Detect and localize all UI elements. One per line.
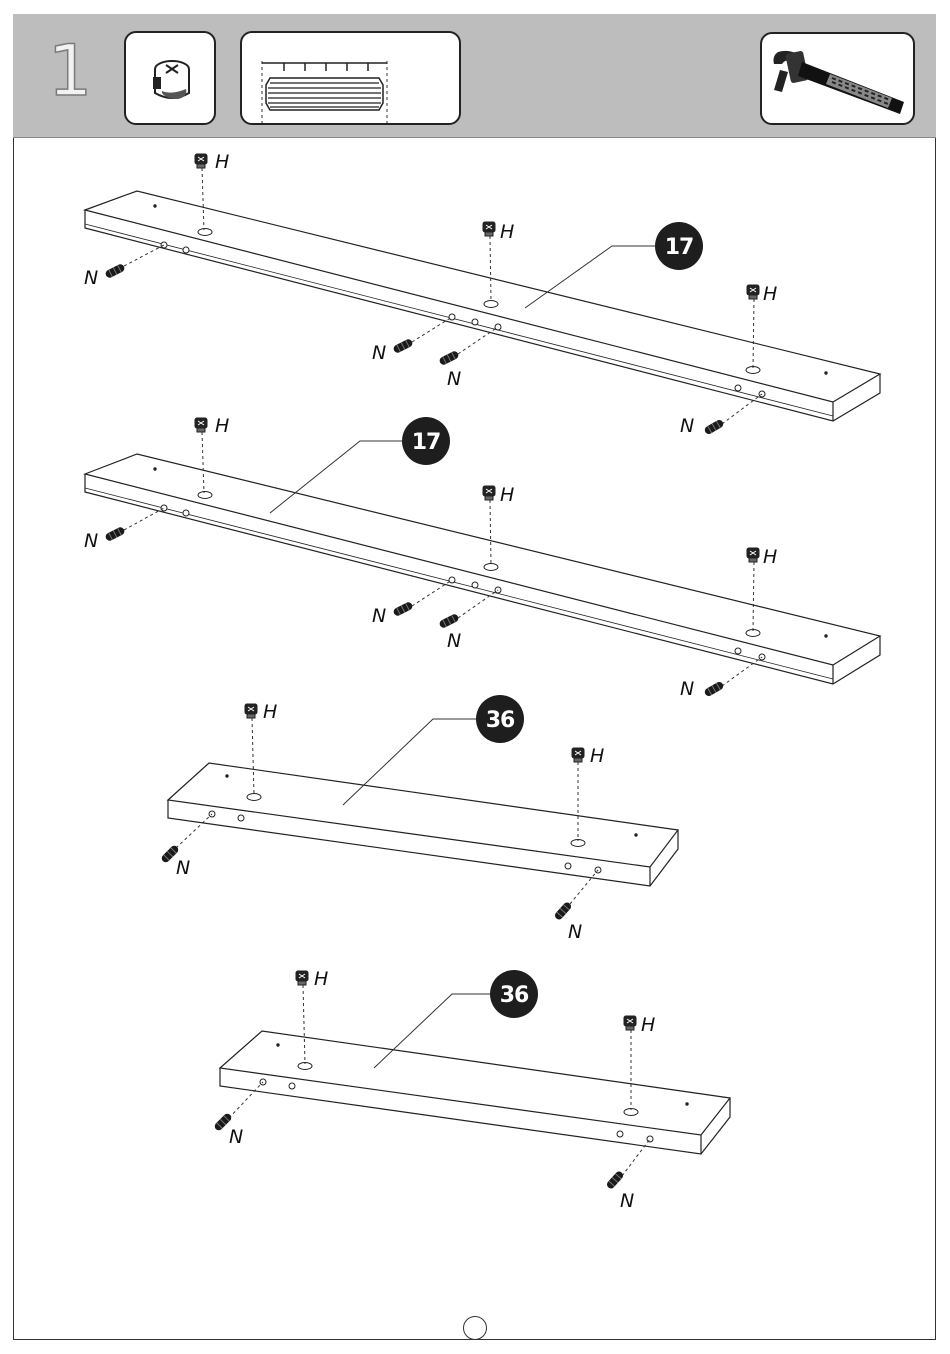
part-number: 36 bbox=[486, 708, 515, 733]
part-number: 17 bbox=[665, 235, 694, 260]
cam-label: H bbox=[763, 283, 777, 305]
bolt-label: N bbox=[372, 342, 386, 364]
bolt-guide-lines bbox=[124, 245, 762, 1176]
part-number: 17 bbox=[412, 430, 441, 455]
bolt-label: N bbox=[372, 605, 386, 627]
cam-label: H bbox=[763, 546, 777, 568]
bolt-label: N bbox=[620, 1190, 634, 1212]
board-part-3 bbox=[168, 763, 678, 886]
cam-label: H bbox=[500, 221, 514, 243]
bolt-label: N bbox=[84, 267, 98, 289]
page-number-circle bbox=[463, 1316, 487, 1340]
cam-bolts bbox=[104, 263, 724, 1190]
bolt-label: N bbox=[447, 368, 461, 390]
bolt-label: N bbox=[680, 415, 694, 437]
cam-label: H bbox=[641, 1014, 655, 1036]
part-number: 36 bbox=[500, 983, 529, 1008]
cam-label: H bbox=[314, 968, 328, 990]
board-part-4 bbox=[220, 1031, 730, 1154]
part-badge: 17 bbox=[655, 222, 703, 270]
part-badge: 36 bbox=[490, 970, 538, 1018]
bolt-label: N bbox=[447, 630, 461, 652]
bolt-label: N bbox=[680, 678, 694, 700]
part-badge: 36 bbox=[476, 695, 524, 743]
cam-label: H bbox=[215, 415, 229, 437]
cam-label: H bbox=[263, 701, 277, 723]
bolt-label: N bbox=[229, 1126, 243, 1148]
cam-label: H bbox=[590, 745, 604, 767]
leader-lines bbox=[270, 246, 656, 1068]
cam-label: H bbox=[215, 151, 229, 173]
cam-label: H bbox=[500, 484, 514, 506]
bolt-label: N bbox=[568, 921, 582, 943]
bolt-label: N bbox=[176, 857, 190, 879]
bolt-label: N bbox=[84, 530, 98, 552]
part-badge: 17 bbox=[402, 417, 450, 465]
